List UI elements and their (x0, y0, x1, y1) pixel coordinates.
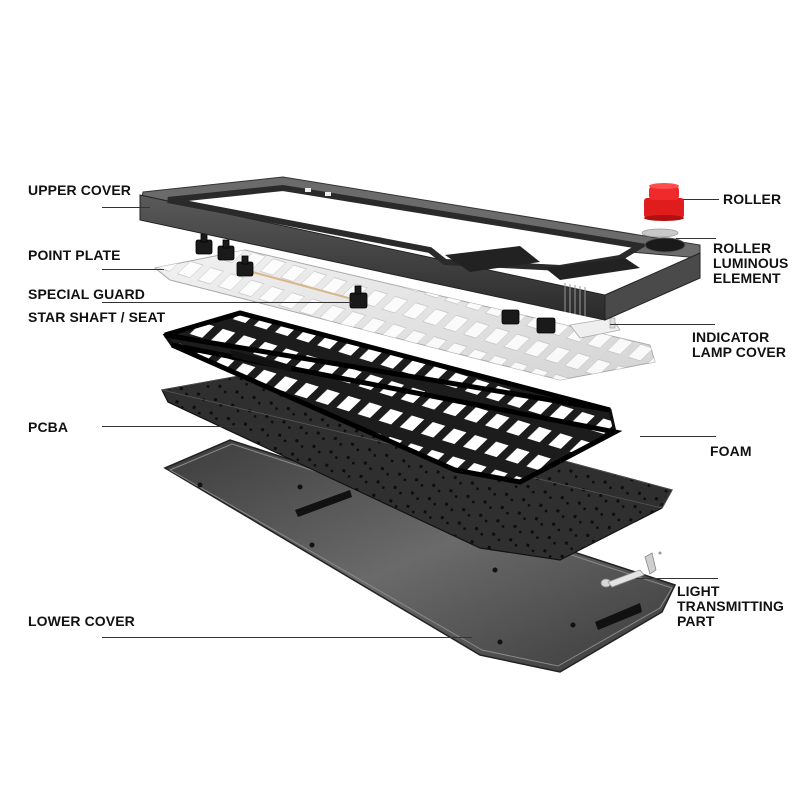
roller-part (644, 183, 684, 221)
label-light-transmitting-part: LIGHT TRANSMITTING PART (677, 583, 784, 629)
label-indicator-lamp-cover: INDICATOR LAMP COVER (692, 329, 787, 360)
leader-line-foam (640, 436, 716, 437)
label-point-plate: POINT PLATE (28, 247, 121, 263)
foam-part (162, 310, 623, 485)
roller-luminous-element-part (641, 228, 679, 238)
leader-line-lower-cover (102, 637, 472, 638)
label-star-shaft-seat: STAR SHAFT / SEAT (28, 309, 166, 325)
label-roller: ROLLER (723, 191, 782, 207)
leader-line-roller-luminous-element (676, 238, 716, 239)
switch (217, 239, 235, 261)
leader-line-pcba (102, 426, 267, 427)
switch (501, 309, 520, 325)
leader-line-indicator-lamp-cover (610, 324, 715, 325)
label-roller-luminous-element: ROLLER LUMINOUS ELEMENT (713, 240, 789, 286)
label-lower-cover: LOWER COVER (28, 613, 135, 629)
leader-line-upper-cover (102, 207, 150, 208)
leader-line-point-plate (102, 269, 164, 270)
lower-cover-part (163, 439, 677, 673)
leader-line-light-transmitting-part (636, 578, 718, 579)
upper-cover-part (139, 176, 701, 321)
point-plate-part (153, 249, 656, 381)
label-special-guard: SPECIAL GUARD (28, 286, 145, 302)
leader-line-roller (683, 199, 719, 200)
leader-line-special-guard (102, 302, 352, 303)
light-transmitting-part (600, 551, 662, 588)
label-pcba: PCBA (28, 419, 69, 435)
switch (236, 255, 254, 277)
switch (195, 233, 213, 255)
label-upper-cover: UPPER COVER (28, 182, 132, 198)
switch (536, 317, 556, 334)
special-guard-wire (244, 269, 357, 301)
label-foam: FOAM (710, 443, 752, 459)
switch (349, 285, 368, 309)
indicator-lamp-cover-part (569, 317, 621, 339)
